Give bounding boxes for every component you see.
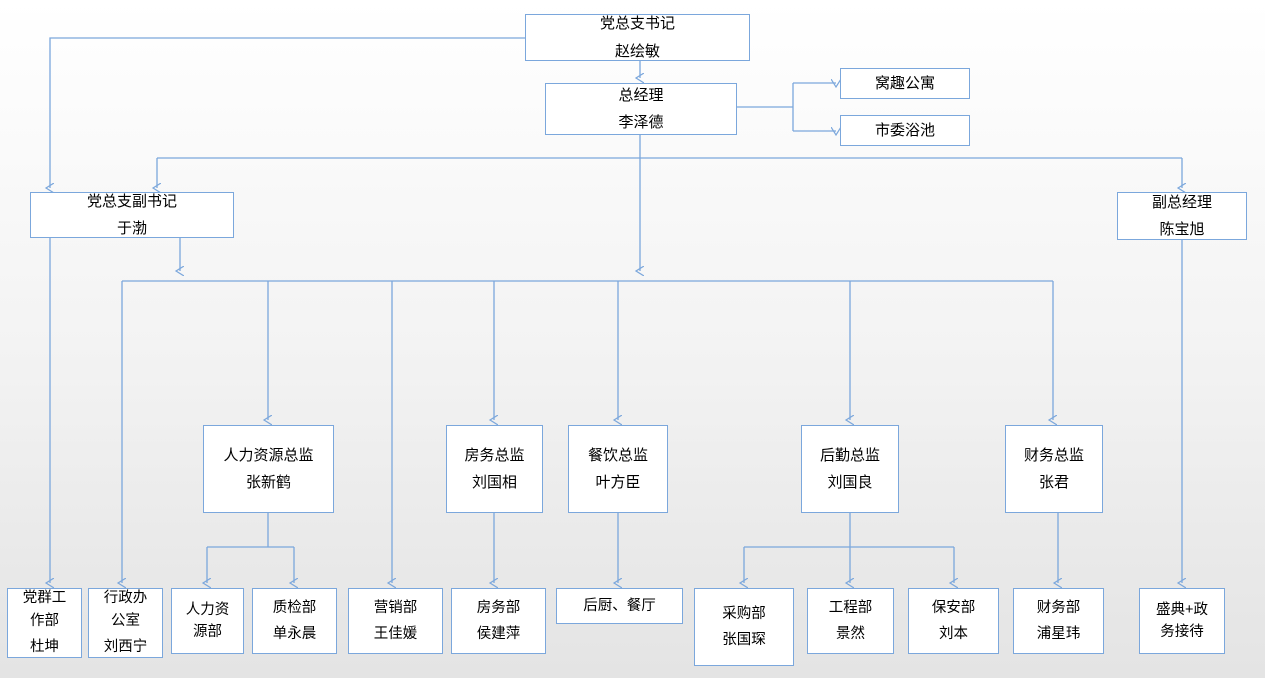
node-person: 景然 — [836, 626, 865, 642]
node-deputy-general-manager[interactable]: 副总经理 陈宝旭 — [1117, 192, 1247, 240]
node-title: 房务部 — [476, 599, 521, 616]
node-person: 张君 — [1038, 474, 1069, 491]
node-title: 党群工 作部 — [22, 590, 67, 629]
node-person: 刘国相 — [471, 474, 517, 491]
node-party-work-dept[interactable]: 党群工 作部 杜坤 — [7, 588, 82, 658]
node-title: 采购部 — [722, 605, 766, 622]
node-quality-dept[interactable]: 质检部 单永晨 — [252, 588, 337, 654]
node-security-dept[interactable]: 保安部 刘本 — [908, 588, 999, 654]
node-title: 党总支副书记 — [86, 192, 177, 210]
node-title: 质检部 — [272, 599, 317, 616]
node-finance-director[interactable]: 财务总监 张君 — [1005, 425, 1103, 513]
node-title: 副总经理 — [1151, 193, 1212, 211]
node-title: 后厨、餐厅 — [583, 597, 656, 614]
node-engineering-dept[interactable]: 工程部 景然 — [807, 588, 894, 654]
node-logistics-director[interactable]: 后勤总监 刘国良 — [801, 425, 899, 513]
node-title: 财务总监 — [1023, 446, 1084, 464]
node-person: 王佳媛 — [373, 626, 418, 642]
node-party-secretary[interactable]: 党总支书记 赵绘敏 — [525, 14, 750, 61]
node-person: 于渤 — [116, 220, 147, 237]
node-general-manager[interactable]: 总经理 李泽德 — [545, 83, 737, 135]
node-title: 总经理 — [618, 86, 664, 104]
node-person: 浦星玮 — [1036, 626, 1081, 642]
node-person: 叶方臣 — [595, 474, 641, 491]
node-person: 陈宝旭 — [1159, 221, 1205, 238]
node-woqu-apartment[interactable]: 窝趣公寓 — [840, 68, 970, 99]
node-fnb-director[interactable]: 餐饮总监 叶方臣 — [568, 425, 668, 513]
node-finance-dept[interactable]: 财务部 浦星玮 — [1013, 588, 1104, 654]
node-hr-dept[interactable]: 人力资 源部 — [171, 588, 244, 654]
node-title: 盛典+政 务接待 — [1156, 601, 1208, 640]
node-title: 餐饮总监 — [587, 446, 648, 464]
node-title: 后勤总监 — [819, 446, 880, 464]
node-marketing-dept[interactable]: 营销部 王佳媛 — [348, 588, 443, 654]
node-purchasing-dept[interactable]: 采购部 张国琛 — [694, 588, 794, 666]
node-title: 房务总监 — [464, 446, 525, 464]
node-ceremony-affairs[interactable]: 盛典+政 务接待 — [1139, 588, 1225, 654]
node-person: 刘西宁 — [103, 639, 148, 656]
node-person: 张国琛 — [722, 632, 766, 648]
node-title: 窝趣公寓 — [874, 74, 935, 92]
node-deputy-party-secretary[interactable]: 党总支副书记 于渤 — [30, 192, 234, 238]
node-person: 刘本 — [939, 626, 968, 642]
node-person: 侯建萍 — [476, 626, 521, 642]
node-city-bathhouse[interactable]: 市委浴池 — [840, 115, 970, 146]
node-rooms-dept[interactable]: 房务部 侯建萍 — [451, 588, 546, 654]
node-title: 市委浴池 — [874, 121, 935, 139]
node-person: 杜坤 — [30, 639, 59, 656]
node-person: 单永晨 — [272, 626, 317, 642]
node-title: 工程部 — [828, 599, 873, 616]
node-title: 行政办 公室 — [103, 590, 148, 629]
node-title: 财务部 — [1036, 599, 1081, 616]
node-hr-director[interactable]: 人力资源总监 张新鹤 — [203, 425, 334, 513]
node-person: 刘国良 — [827, 474, 873, 491]
node-title: 人力资 源部 — [185, 601, 230, 640]
node-admin-office[interactable]: 行政办 公室 刘西宁 — [88, 588, 163, 658]
node-title: 人力资源总监 — [223, 446, 314, 464]
node-kitchen-restaurant[interactable]: 后厨、餐厅 — [556, 588, 683, 624]
node-rooms-director[interactable]: 房务总监 刘国相 — [446, 425, 543, 513]
edge-secretary-to-deputy-secretary — [50, 37, 525, 188]
node-person: 赵绘敏 — [614, 42, 660, 60]
node-title: 党总支书记 — [599, 15, 675, 33]
node-person: 张新鹤 — [245, 474, 291, 491]
node-title: 保安部 — [931, 599, 976, 616]
node-person: 李泽德 — [618, 114, 664, 131]
node-title: 营销部 — [373, 599, 418, 616]
